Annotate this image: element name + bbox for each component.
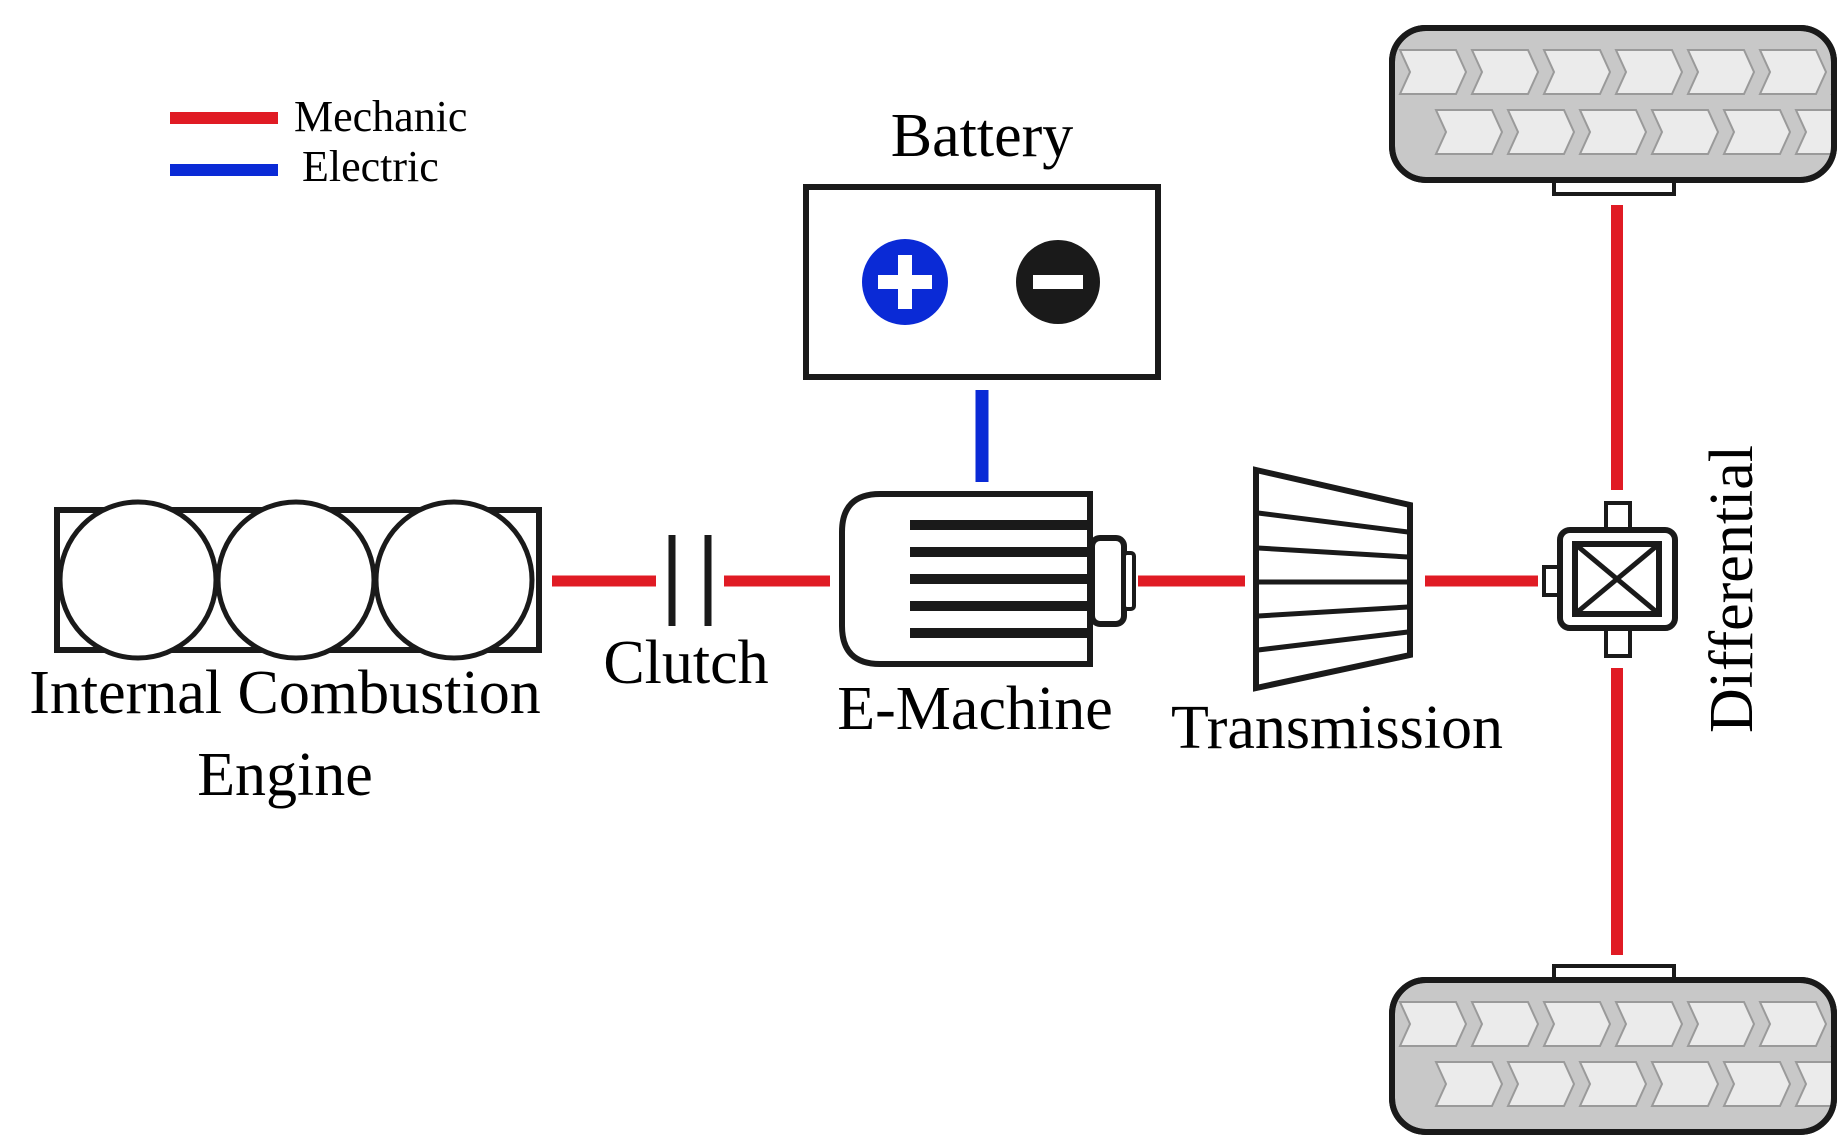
- engine: Internal Combustion Engine: [29, 499, 542, 809]
- transmission-label: Transmission: [1171, 694, 1503, 762]
- tread-block: [1758, 1001, 1828, 1047]
- tread-block: [1542, 1001, 1612, 1047]
- tread-block: [1506, 109, 1576, 155]
- tread-block: [1722, 109, 1792, 155]
- battery: Battery: [803, 102, 1161, 380]
- tread-block: [1614, 49, 1684, 95]
- legend-electric-label: Electric: [302, 142, 439, 191]
- tread-block: [1758, 49, 1828, 95]
- emachine: E-Machine: [837, 491, 1136, 743]
- differential-icon: [1542, 501, 1678, 658]
- differential-label: Differential: [1698, 445, 1766, 733]
- tread-block: [1686, 1001, 1756, 1047]
- tread-block: [1434, 109, 1504, 155]
- clutch-label: Clutch: [603, 629, 768, 697]
- wheel-top: [1389, 25, 1837, 196]
- legend: Mechanic Electric: [170, 92, 467, 191]
- wheel-bottom: [1389, 964, 1837, 1135]
- tread-block: [1794, 1061, 1834, 1107]
- connections: [552, 205, 1623, 955]
- transmission: Transmission: [1171, 466, 1503, 762]
- engine-cylinders-icon: [54, 499, 542, 661]
- gear-cone-icon: [1253, 466, 1413, 692]
- clutch-icon: [668, 535, 712, 626]
- tread-block: [1578, 109, 1648, 155]
- tread-block: [1470, 1001, 1540, 1047]
- legend-mechanic-label: Mechanic: [294, 92, 467, 141]
- battery-icon: [803, 184, 1161, 380]
- tread-block: [1542, 49, 1612, 95]
- differential: Differential: [1542, 445, 1766, 733]
- emachine-label: E-Machine: [837, 675, 1112, 743]
- tire-icon: [1389, 25, 1837, 196]
- tire-icon: [1389, 964, 1837, 1135]
- electric-motor-icon: [839, 491, 1136, 667]
- clutch: Clutch: [603, 535, 769, 697]
- tread-block: [1398, 49, 1468, 95]
- positive-terminal-icon: [862, 239, 948, 325]
- tread-block: [1398, 1001, 1468, 1047]
- battery-label: Battery: [891, 102, 1074, 170]
- tread-block: [1650, 109, 1720, 155]
- tread-block: [1578, 1061, 1648, 1107]
- tread-block: [1794, 109, 1834, 155]
- tread-block: [1722, 1061, 1792, 1107]
- engine-label-line2: Engine: [197, 741, 373, 809]
- negative-terminal-icon: [1016, 240, 1100, 324]
- tread-block: [1650, 1061, 1720, 1107]
- tread-block: [1434, 1061, 1504, 1107]
- tread-block: [1686, 49, 1756, 95]
- tread-block: [1614, 1001, 1684, 1047]
- tread-block: [1470, 49, 1540, 95]
- engine-label-line1: Internal Combustion: [29, 659, 540, 727]
- tread-block: [1506, 1061, 1576, 1107]
